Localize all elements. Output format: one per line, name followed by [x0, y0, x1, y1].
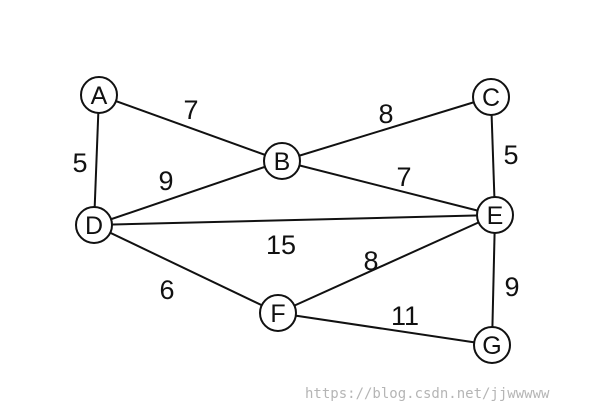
- node-circle-c: [472, 78, 510, 116]
- node-label-c: C: [482, 84, 500, 112]
- edge-weight-d-f: 6: [159, 275, 174, 305]
- edge-e-f: [277, 214, 496, 314]
- edge-b-c: [281, 96, 492, 162]
- edge-weight-b-c: 8: [378, 99, 393, 129]
- watermark: https://blog.csdn.net/jjwwwww: [305, 386, 550, 402]
- edge-a-d: [93, 94, 100, 226]
- edge-b-e: [281, 160, 496, 216]
- edge-c-e: [490, 96, 496, 216]
- edge-b-d: [93, 160, 283, 226]
- node-label-g: G: [482, 332, 501, 360]
- node-label-e: E: [487, 202, 504, 230]
- edge-f-g: [277, 312, 493, 346]
- edges-layer: [93, 94, 496, 346]
- node-label-d: D: [85, 212, 103, 240]
- edge-d-e: [93, 214, 496, 226]
- node-circle-g: [473, 326, 511, 364]
- node-d: D: [75, 206, 113, 244]
- node-c: C: [472, 78, 510, 116]
- edge-weights-layer: 7 5 8 9 7 5 15 6 8 9 11: [72, 95, 519, 331]
- node-circle-e: [476, 196, 514, 234]
- node-circle-f: [259, 294, 297, 332]
- edge-weight-e-g: 9: [504, 272, 519, 302]
- node-circle-d: [75, 206, 113, 244]
- node-circle-b: [263, 142, 301, 180]
- node-b: B: [263, 142, 301, 180]
- edge-weight-a-b: 7: [183, 95, 198, 125]
- edge-weight-d-e: 15: [266, 230, 296, 260]
- node-label-f: F: [270, 300, 285, 328]
- node-label-a: A: [91, 82, 108, 110]
- node-circle-a: [80, 76, 118, 114]
- node-f: F: [259, 294, 297, 332]
- nodes-layer: A B C D E F G: [75, 76, 514, 364]
- node-label-b: B: [274, 148, 291, 176]
- edge-weight-c-e: 5: [503, 140, 518, 170]
- edge-weight-f-g: 11: [391, 301, 419, 331]
- edge-weight-a-d: 5: [72, 148, 87, 178]
- node-a: A: [80, 76, 118, 114]
- edge-weight-e-f: 8: [363, 246, 378, 276]
- edge-a-b: [98, 94, 283, 162]
- edge-d-f: [93, 224, 279, 314]
- edge-weight-b-d: 9: [158, 166, 173, 196]
- edge-e-g: [491, 214, 496, 346]
- edge-weight-b-e: 7: [396, 162, 411, 192]
- node-g: G: [473, 326, 511, 364]
- node-e: E: [476, 196, 514, 234]
